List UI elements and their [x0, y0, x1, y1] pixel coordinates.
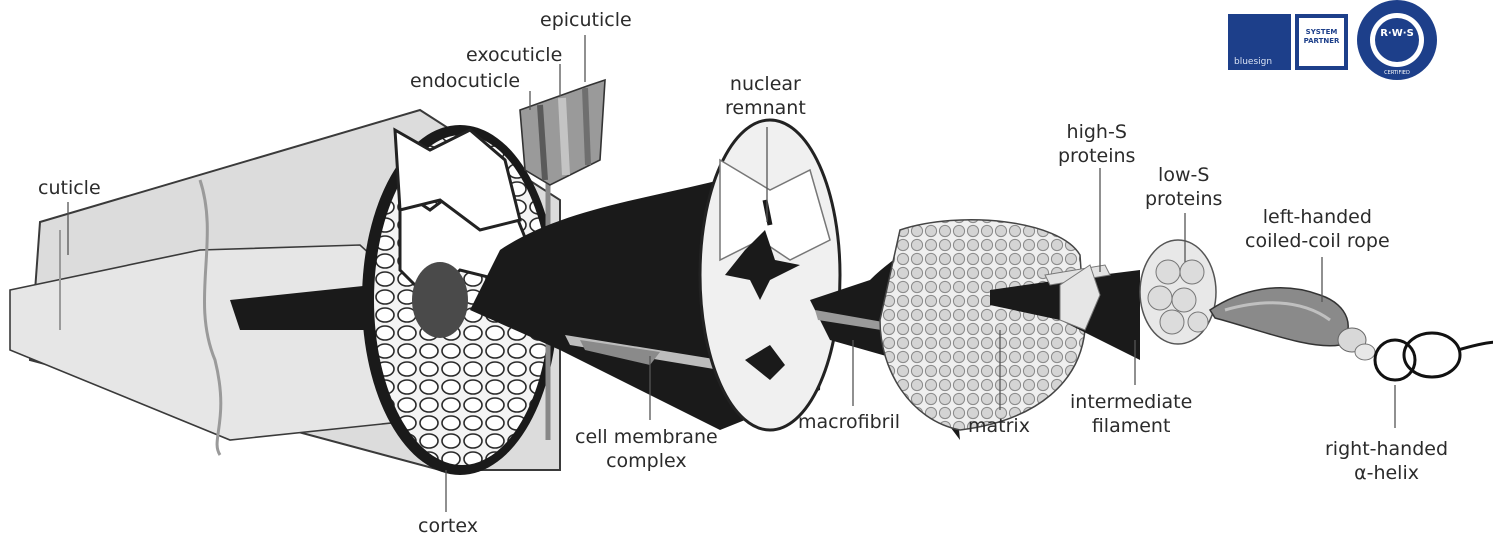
rws-certified-logo: R·W·S CERTIFIED: [1357, 0, 1437, 80]
system-partner-line1: SYSTEM: [1299, 28, 1344, 37]
label-nuclear-remnant: nuclear remnant: [725, 72, 806, 120]
rws-bottom-text: CERTIFIED: [1384, 70, 1410, 76]
label-low-s-line1: low-S: [1145, 163, 1222, 187]
system-partner-line2: PARTNER: [1299, 37, 1344, 46]
label-right-handed-line1: right-handed: [1325, 437, 1448, 461]
alpha-helix: [1375, 333, 1493, 380]
label-macrofibril: macrofibril: [798, 410, 900, 434]
label-epicuticle: epicuticle: [540, 8, 632, 32]
label-right-handed-line2: α-helix: [1325, 461, 1448, 485]
filament-section: [1140, 240, 1216, 344]
label-intermediate-filament: intermediate filament: [1070, 390, 1192, 438]
label-intermediate-line2: filament: [1070, 414, 1192, 438]
label-left-handed-line1: left-handed: [1245, 205, 1390, 229]
label-cell-membrane-complex: cell membrane complex: [575, 425, 718, 473]
label-low-s-proteins: low-S proteins: [1145, 163, 1222, 211]
bluesign-logo-text: bluesign: [1234, 57, 1272, 67]
label-left-handed-line2: coiled-coil rope: [1245, 229, 1390, 253]
label-high-s-proteins: high-S proteins: [1058, 120, 1135, 168]
bluesign-logo: bluesign: [1228, 14, 1291, 70]
label-intermediate-line1: intermediate: [1070, 390, 1192, 414]
label-cell-membrane-line1: cell membrane: [575, 425, 718, 449]
coiled-coil-rope: [1210, 288, 1375, 360]
label-nuclear-remnant-line1: nuclear: [725, 72, 806, 96]
label-matrix: matrix: [968, 414, 1030, 438]
label-cortex: cortex: [418, 514, 478, 538]
label-left-handed-rope: left-handed coiled-coil rope: [1245, 205, 1390, 253]
system-partner-badge: SYSTEM PARTNER: [1295, 14, 1348, 70]
macrofibril-section: [880, 220, 1085, 430]
label-exocuticle: exocuticle: [466, 43, 562, 67]
label-high-s-line2: proteins: [1058, 144, 1135, 168]
label-cuticle: cuticle: [38, 176, 101, 200]
label-right-handed-helix: right-handed α-helix: [1325, 437, 1448, 485]
cuticle-layers-flap: [520, 80, 605, 185]
rws-center-text: R·W·S: [1380, 28, 1414, 39]
label-low-s-line2: proteins: [1145, 187, 1222, 211]
label-endocuticle: endocuticle: [410, 69, 520, 93]
cortical-cell-section: [700, 120, 840, 430]
label-high-s-line1: high-S: [1058, 120, 1135, 144]
label-cell-membrane-line2: complex: [575, 449, 718, 473]
label-nuclear-remnant-line2: remnant: [725, 96, 806, 120]
